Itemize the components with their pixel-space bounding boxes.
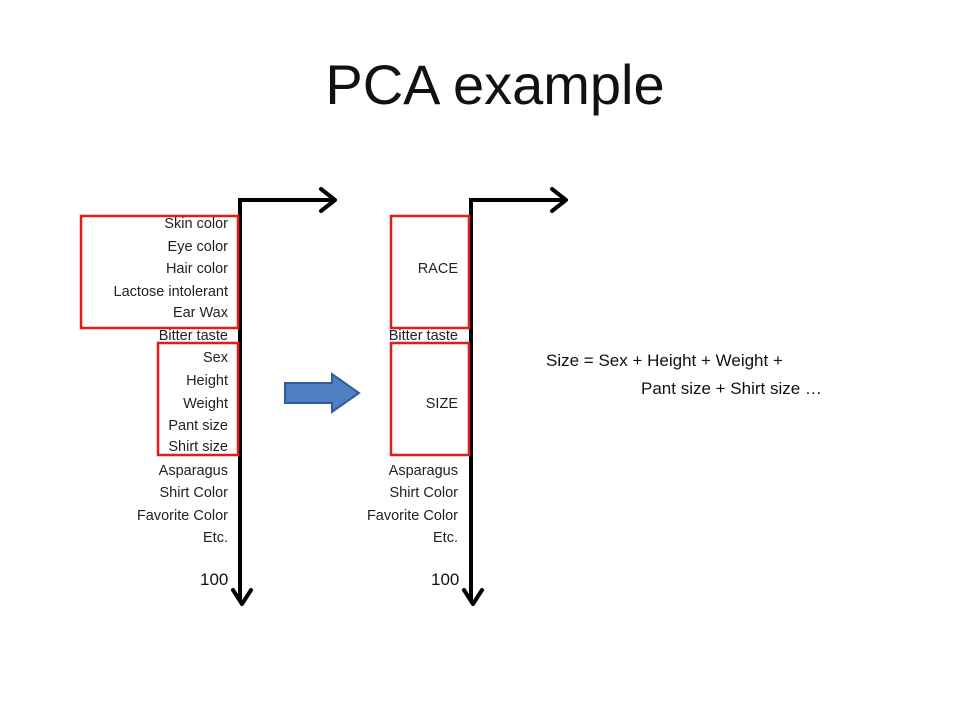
left-label-sex: Sex xyxy=(203,350,228,366)
left-axis-down-arrowhead xyxy=(231,588,253,606)
left-label-weight: Weight xyxy=(183,396,228,412)
left-size-group-box xyxy=(156,341,240,457)
left-axis-right-arrowhead xyxy=(319,187,337,213)
left-label-hair-color: Hair color xyxy=(165,261,228,277)
right-size-group-box xyxy=(389,341,471,457)
right-axes xyxy=(462,187,568,606)
right-axis-right-arrowhead xyxy=(550,187,568,213)
right-label-shirt-color: Shirt Color xyxy=(389,485,459,501)
left-label-skin-color: Skin color xyxy=(164,216,228,232)
left-axis-line xyxy=(238,198,333,600)
size-formula-line-2: Pant size + Shirt size … xyxy=(641,379,822,398)
right-axis-line xyxy=(469,198,564,600)
left-axis-end-label: 100 xyxy=(200,570,229,589)
left-label-favorite-color: Favorite Color xyxy=(136,508,228,524)
right-race-group-box xyxy=(389,214,471,330)
left-label-bitter-taste: Bitter taste xyxy=(158,328,228,344)
right-label-bitter-taste: Bitter taste xyxy=(388,328,458,344)
left-axes xyxy=(231,187,337,606)
right-label-asparagus: Asparagus xyxy=(388,463,458,479)
left-label-etc: Etc. xyxy=(203,530,228,546)
slide-title: PCA example xyxy=(325,53,665,116)
size-formula-line-1: Size = Sex + Height + Weight + xyxy=(546,351,783,370)
right-axis-down-arrowhead xyxy=(462,588,484,606)
left-label-lactose-intolerant: Lactose intolerant xyxy=(113,284,228,300)
right-axis-end-label: 100 xyxy=(431,570,460,589)
left-label-ear-wax: Ear Wax xyxy=(172,305,228,321)
left-label-height: Height xyxy=(186,373,228,389)
left-label-pant-size: Pant size xyxy=(168,418,228,434)
left-label-shirt-size: Shirt size xyxy=(168,439,228,455)
right-label-favorite-color: Favorite Color xyxy=(366,508,458,524)
left-label-asparagus: Asparagus xyxy=(158,463,228,479)
left-label-shirt-color: Shirt Color xyxy=(159,485,229,501)
left-label-eye-color: Eye color xyxy=(167,239,228,255)
left-race-group-box xyxy=(79,214,240,330)
right-label-etc: Etc. xyxy=(433,530,458,546)
transform-arrow-icon xyxy=(284,372,361,414)
right-label-race: RACE xyxy=(417,261,458,277)
right-label-size: SIZE xyxy=(425,396,458,412)
